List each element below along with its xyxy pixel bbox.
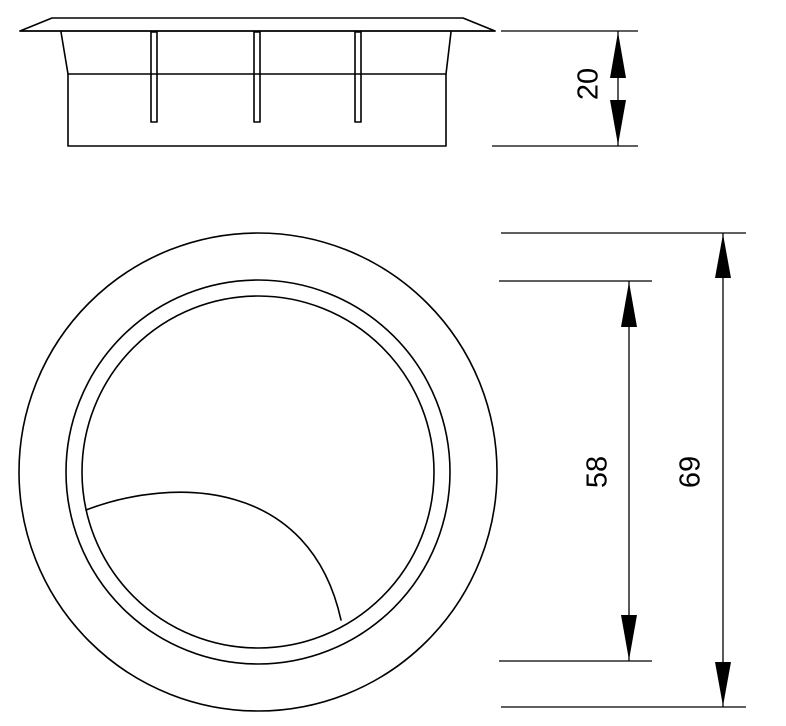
clip-tab-left [150, 31, 158, 123]
inner-diameter-label: 58 [582, 456, 614, 488]
clip-tab-center [253, 31, 261, 123]
height-dimension-label: 20 [573, 68, 605, 100]
outer-diameter-label: 69 [675, 456, 707, 488]
arrowhead-outer-down [715, 662, 731, 706]
arrowhead-inner-up [621, 282, 637, 327]
clip-tab-right [354, 31, 362, 123]
grommet-body-upper [60, 31, 452, 75]
cable-cover-edge [85, 491, 342, 621]
inner-rim-inner-edge [81, 295, 435, 649]
arrowhead-outer-up [715, 234, 731, 278]
arrowhead-down [610, 100, 626, 145]
grommet-body-lower [67, 73, 447, 147]
inner-rim-outer-edge [65, 279, 451, 665]
outer-rim [18, 232, 498, 712]
arrowhead-inner-down [621, 615, 637, 660]
arrowhead-up [610, 32, 626, 78]
side-view: 20 [19, 17, 638, 147]
grommet-flange [19, 17, 496, 32]
top-view: 58 69 [18, 232, 746, 712]
